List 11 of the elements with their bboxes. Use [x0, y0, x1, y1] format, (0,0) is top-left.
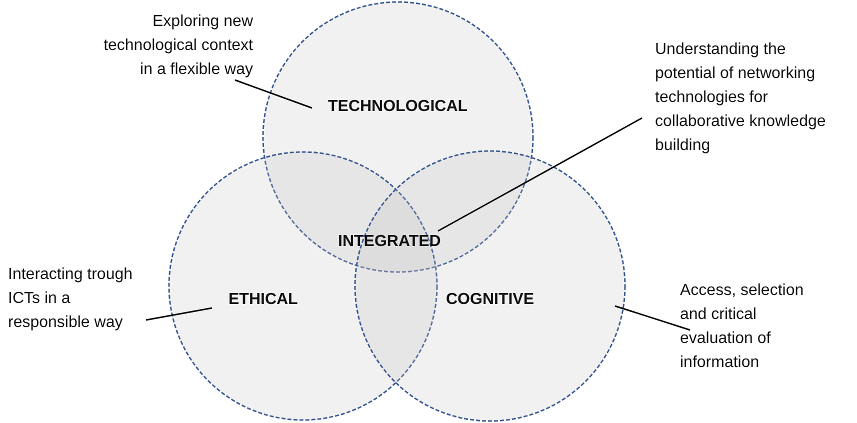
callout-text: Exploring new technological context in a flexible way [95, 10, 253, 82]
circle-label: COGNITIVE [446, 290, 534, 310]
leader-line [146, 307, 212, 321]
callout-text: Interacting trough ICTs in a responsible way [8, 263, 143, 335]
circle-label: TECHNOLOGICAL [328, 97, 468, 117]
callout-text: Understanding the potential of networking technologies for collaborative knowledge building [655, 38, 830, 158]
leader-line [438, 117, 642, 232]
circle-label: ETHICAL [228, 290, 298, 310]
leader-line [234, 79, 312, 109]
leader-line [614, 305, 690, 331]
callout-text: Access, selection and critical evaluation of information [680, 279, 830, 375]
